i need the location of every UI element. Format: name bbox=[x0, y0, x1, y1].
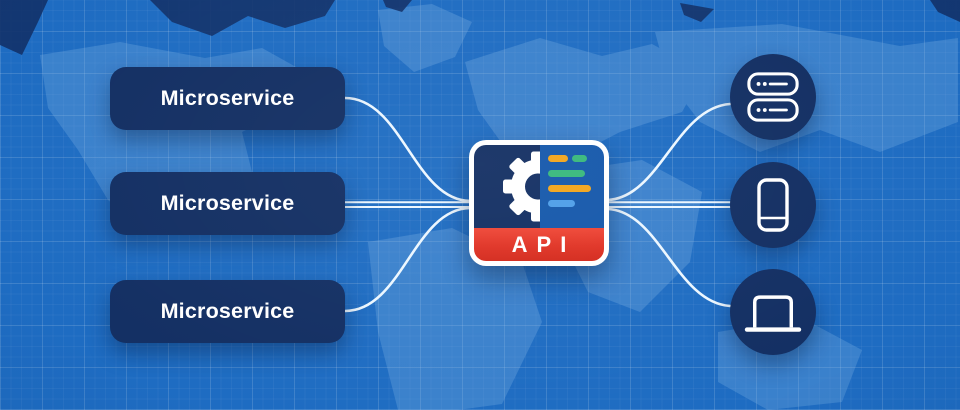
microservice-label: Microservice bbox=[160, 299, 295, 323]
api-gateway-node: API bbox=[469, 140, 609, 266]
connector-api-server bbox=[606, 102, 732, 202]
api-icon-panels bbox=[474, 145, 604, 228]
api-route-row bbox=[548, 170, 604, 177]
api-route-bar bbox=[548, 155, 568, 162]
laptop-icon bbox=[744, 295, 802, 332]
gear-icon bbox=[474, 145, 540, 228]
server-icon bbox=[747, 72, 799, 122]
client-node-laptop bbox=[730, 269, 816, 355]
api-routes-list bbox=[540, 145, 604, 228]
microservice-node-1: Microservice bbox=[110, 67, 345, 130]
api-route-bar bbox=[548, 185, 591, 192]
microservice-node-2: Microservice bbox=[110, 172, 345, 235]
api-route-bar bbox=[548, 170, 585, 177]
api-label: API bbox=[511, 231, 576, 257]
api-label-bar: API bbox=[474, 228, 604, 261]
api-route-row bbox=[548, 200, 604, 207]
client-node-server bbox=[730, 54, 816, 140]
microservice-node-3: Microservice bbox=[110, 280, 345, 343]
connector-ms1-api bbox=[343, 96, 472, 203]
connector-ms3-api bbox=[343, 206, 472, 313]
api-route-row bbox=[548, 155, 604, 162]
api-route-bar bbox=[572, 155, 587, 162]
api-route-bar bbox=[548, 200, 575, 207]
client-node-smartphone bbox=[730, 162, 816, 248]
connector-api-laptop bbox=[606, 207, 732, 308]
microservice-label: Microservice bbox=[160, 86, 295, 110]
microservice-label: Microservice bbox=[160, 191, 295, 215]
api-route-row bbox=[548, 185, 604, 192]
smartphone-icon bbox=[757, 178, 789, 232]
